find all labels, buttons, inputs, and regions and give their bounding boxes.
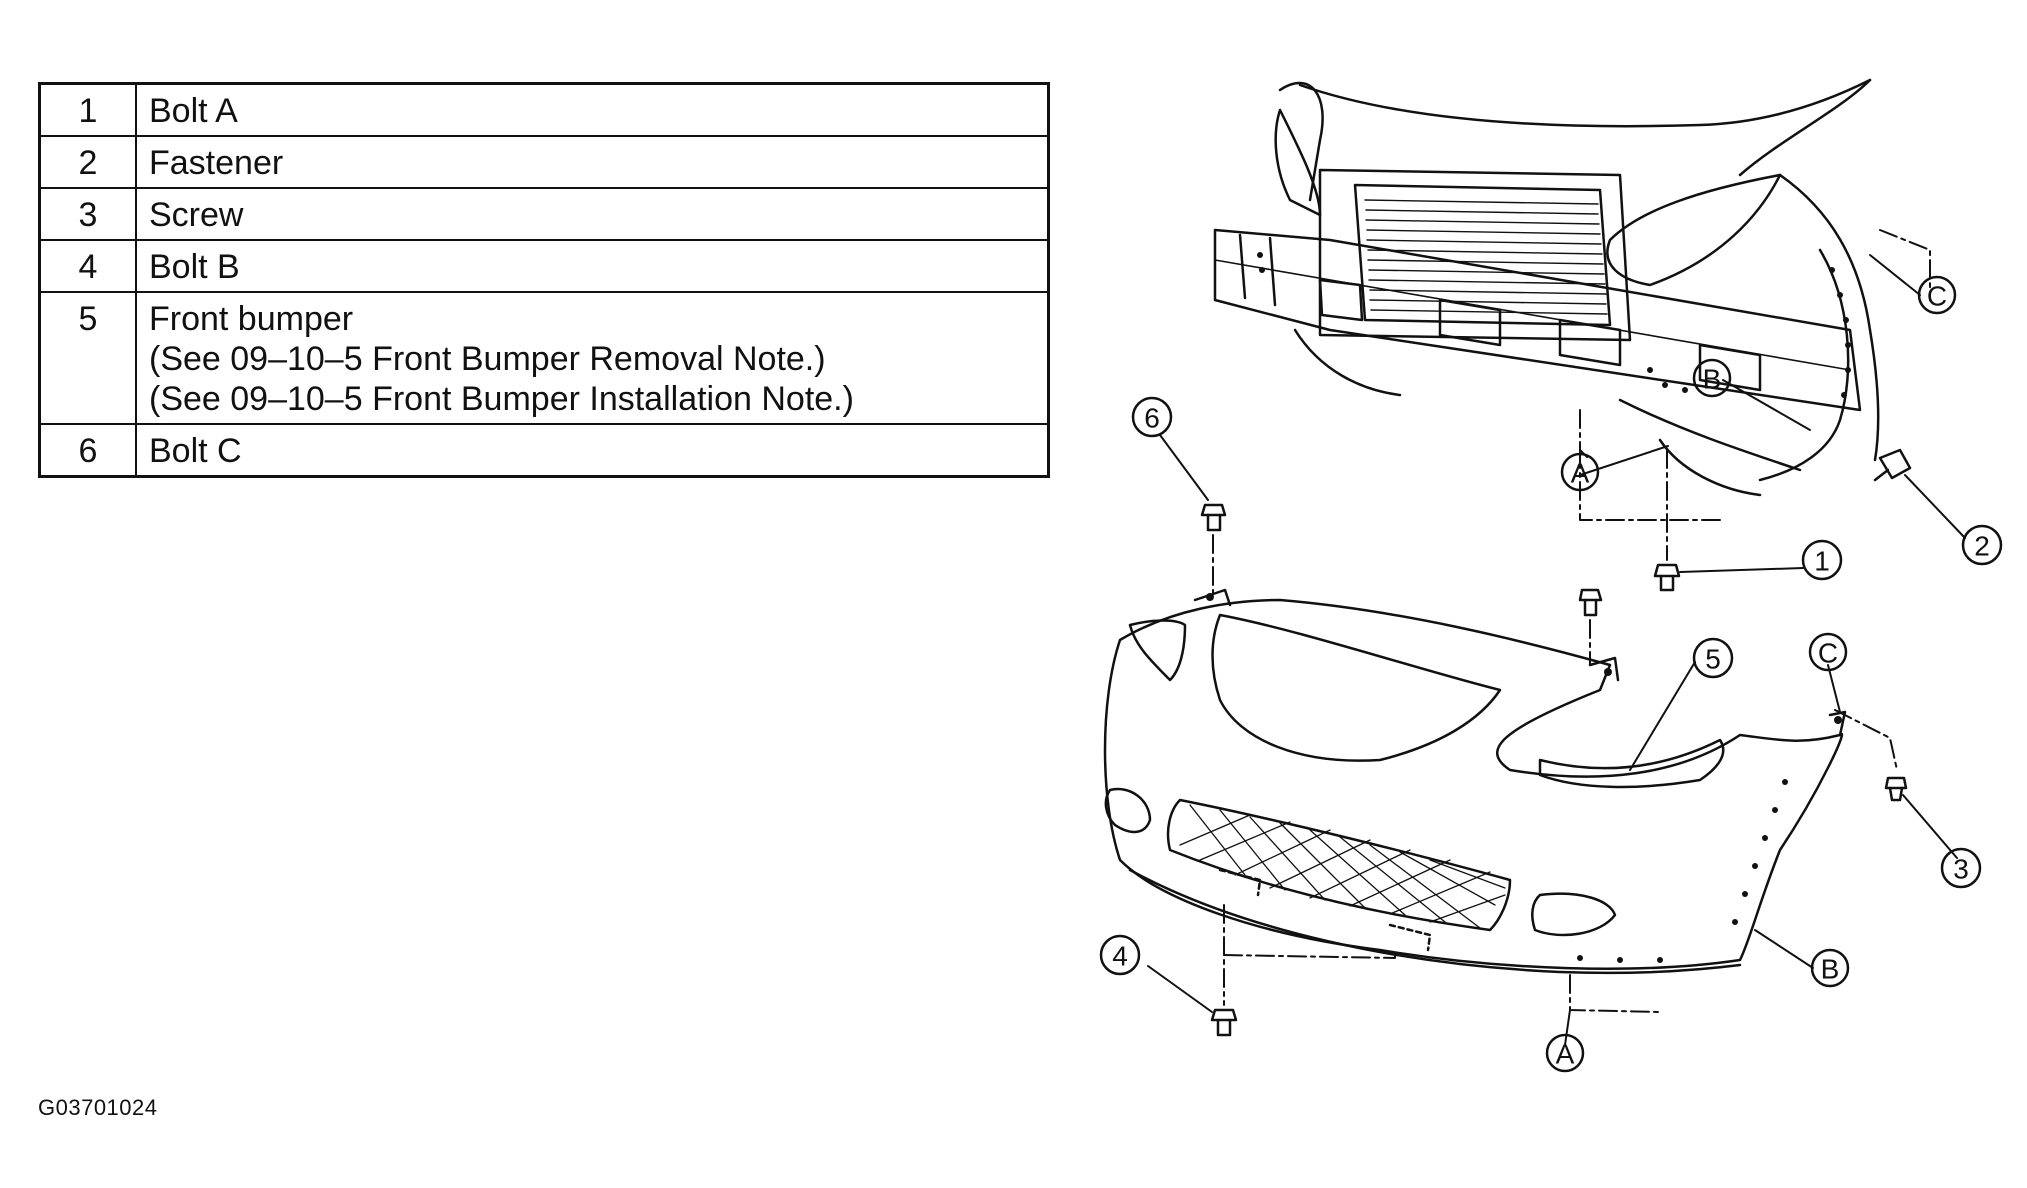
vehicle-front-structure: [1213, 78, 1880, 497]
legend-row: 1 Bolt A: [38, 82, 1050, 137]
callout-c-bottom-text: C: [1818, 638, 1838, 669]
callout-4: 4: [1099, 934, 1141, 976]
leader-lines: [1147, 254, 1966, 1046]
legend-description-line: Bolt B: [149, 248, 240, 286]
callout-c-top-text: C: [1927, 281, 1947, 312]
legend-item-number: 1: [38, 82, 137, 137]
front-bumper-cover: [1103, 588, 1847, 975]
legend-description-line: Fastener: [149, 144, 284, 182]
callout-b-top-text: B: [1703, 364, 1722, 395]
callout-2-text: 2: [1974, 531, 1990, 562]
callout-4-text: 4: [1112, 941, 1128, 972]
legend-item-description: Bolt A: [135, 82, 1050, 137]
legend-item-description: Screw: [135, 187, 1050, 241]
legend-item-description: Bolt C: [135, 423, 1050, 478]
callout-1: 1: [1801, 539, 1843, 581]
figure-code: G03701024: [38, 1095, 158, 1120]
legend-item-number: 4: [38, 239, 137, 293]
legend-description-line: Bolt C: [149, 432, 242, 470]
lower-grille-mesh: [1179, 804, 1506, 929]
legend-description-line: (See 09–10–5 Front Bumper Removal Note.): [149, 340, 826, 378]
callout-3-text: 3: [1953, 854, 1969, 885]
legend-item-description: Fastener: [135, 135, 1050, 189]
screw-icon: [1884, 776, 1908, 802]
callout-a-top: A: [1560, 452, 1600, 492]
legend-row: 3 Screw: [38, 187, 1050, 241]
bolt-c-icon: [1578, 588, 1603, 617]
bolt-a-icon: [1653, 563, 1681, 592]
radiator-fins: [1364, 199, 1608, 315]
callout-b-bottom: B: [1810, 948, 1850, 988]
callout-5-text: 5: [1705, 644, 1721, 675]
callout-2: 2: [1961, 524, 2003, 566]
legend-row: 2 Fastener: [38, 135, 1050, 189]
legend-item-number: 2: [38, 135, 137, 189]
callout-c-top: C: [1917, 275, 1957, 315]
callout-5: 5: [1692, 637, 1734, 679]
bolt-b-icon: [1210, 1008, 1238, 1037]
legend-row: 6 Bolt C: [38, 423, 1050, 478]
fasteners: [1200, 448, 1912, 1037]
legend-item-description: Bolt B: [135, 239, 1050, 293]
fastener-clip-icon: [1873, 448, 1912, 482]
callout-b-top: B: [1692, 358, 1732, 398]
callout-labels: 1 2 3 4 5 6 A A: [1099, 275, 2003, 1073]
legend-item-number: 6: [38, 423, 137, 478]
legend-description-line: Screw: [149, 196, 244, 234]
guide-lines: [1579, 449, 1721, 521]
legend-item-description: Front bumper(See 09–10–5 Front Bumper Re…: [135, 291, 1050, 425]
callout-b-bottom-text: B: [1821, 954, 1840, 985]
callout-6: 6: [1131, 396, 1173, 438]
callout-1-text: 1: [1814, 546, 1830, 577]
callout-6-text: 6: [1144, 403, 1160, 434]
callout-3: 3: [1940, 847, 1982, 889]
bolt-c-icon: [1200, 503, 1227, 532]
callout-c-bottom: C: [1808, 632, 1848, 672]
legend-item-number: 3: [38, 187, 137, 241]
legend-description-line: Front bumper: [149, 300, 354, 338]
legend-row: 4 Bolt B: [38, 239, 1050, 293]
callout-a-bottom-text: A: [1556, 1039, 1575, 1070]
legend-description-line: (See 09–10–5 Front Bumper Installation N…: [149, 380, 854, 418]
legend-description-line: Bolt A: [149, 92, 238, 130]
callout-a-bottom: A: [1545, 1033, 1585, 1073]
callout-a-top-text: A: [1571, 458, 1590, 489]
legend-item-number: 5: [38, 291, 137, 425]
